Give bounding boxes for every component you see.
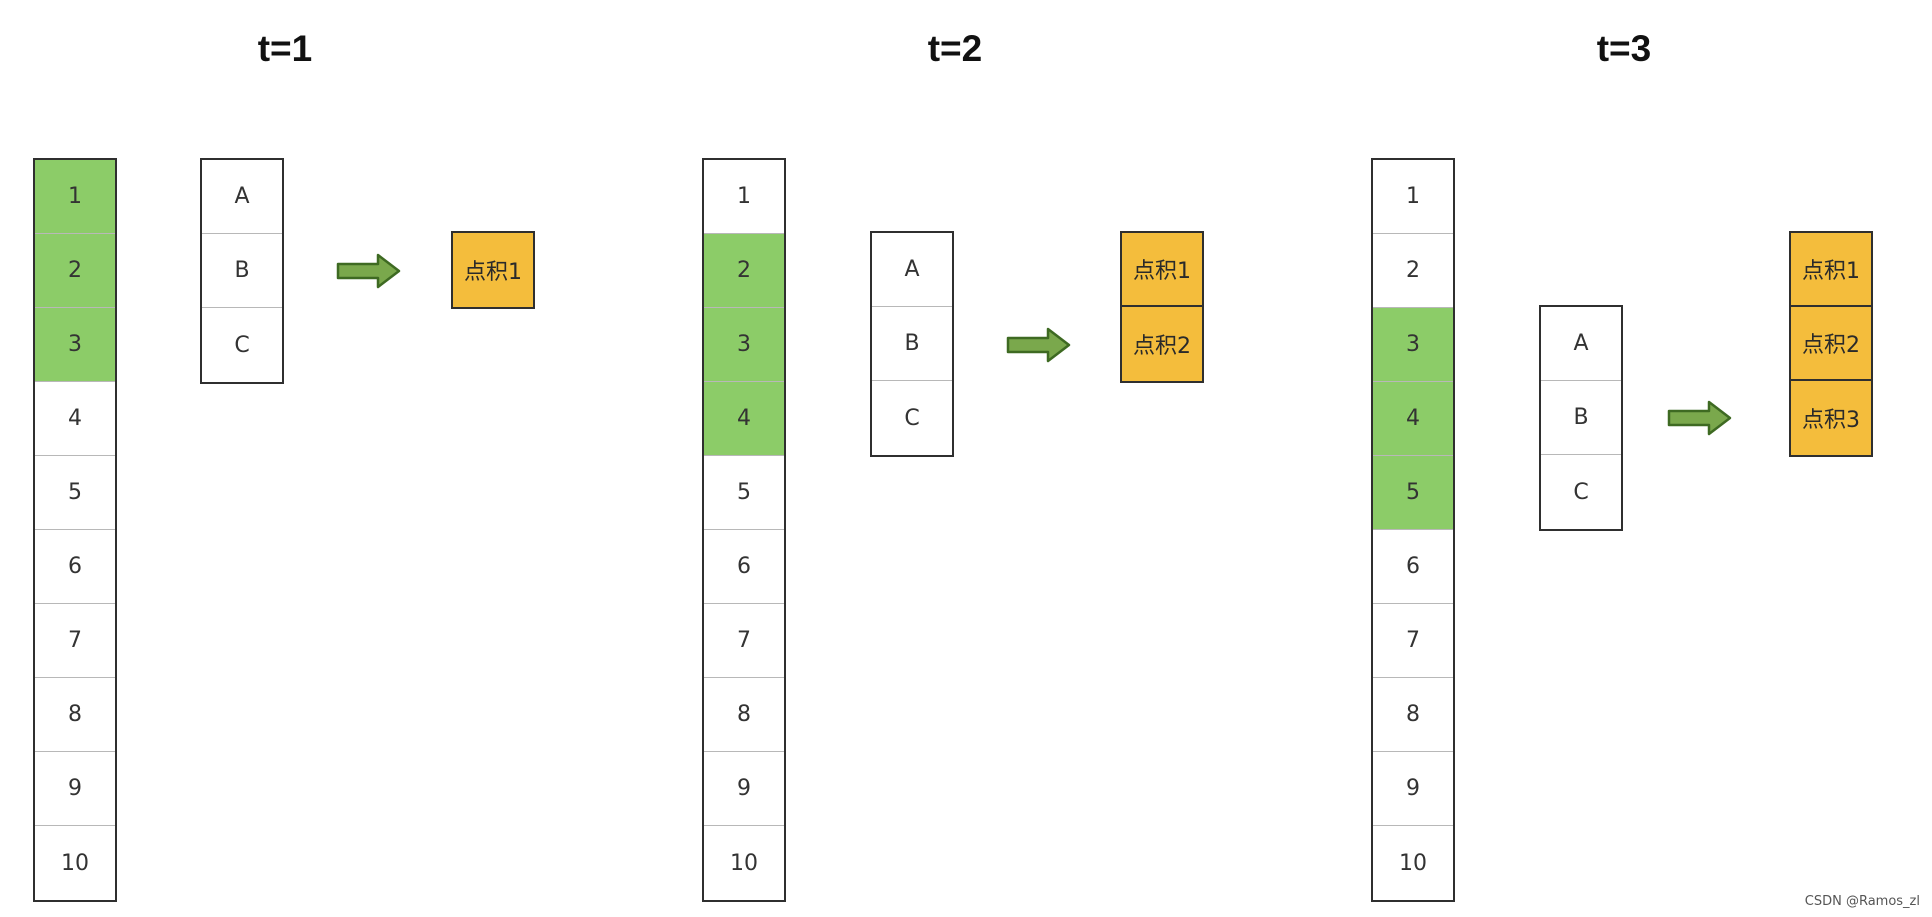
sequence-cell: 3	[704, 308, 784, 382]
output-cell: 点积2	[1791, 307, 1871, 381]
sequence-cell: 2	[1373, 234, 1453, 308]
kernel-column: A B C	[870, 231, 954, 457]
kernel-column: A B C	[200, 158, 284, 384]
right-arrow-icon	[1667, 400, 1732, 436]
sequence-cell: 1	[1373, 160, 1453, 234]
sequence-cell: 9	[704, 752, 784, 826]
sequence-cell: 5	[704, 456, 784, 530]
right-arrow-icon	[1006, 327, 1071, 363]
input-sequence-column: 1 2 3 4 5 6 7 8 9 10	[33, 158, 117, 902]
kernel-column: A B C	[1539, 305, 1623, 531]
sequence-cell: 6	[1373, 530, 1453, 604]
kernel-cell: A	[202, 160, 282, 234]
sequence-cell: 10	[1373, 826, 1453, 900]
output-cell: 点积2	[1122, 307, 1202, 381]
sequence-cell: 9	[35, 752, 115, 826]
sequence-cell: 4	[35, 382, 115, 456]
sequence-cell: 5	[35, 456, 115, 530]
panel-t2: t=2 1 2 3 4 5 6 7 8 9 10 A B C 点积1 点积2	[669, 0, 1329, 917]
kernel-cell: C	[872, 381, 952, 455]
sequence-cell: 1	[704, 160, 784, 234]
output-cell: 点积1	[453, 233, 533, 307]
sequence-cell: 2	[35, 234, 115, 308]
kernel-cell: B	[1541, 381, 1621, 455]
panel-title: t=1	[257, 28, 313, 69]
kernel-cell: C	[1541, 455, 1621, 529]
output-cell: 点积1	[1122, 233, 1202, 307]
sequence-cell: 3	[35, 308, 115, 382]
sequence-cell: 8	[1373, 678, 1453, 752]
sequence-cell: 10	[704, 826, 784, 900]
sequence-cell: 6	[704, 530, 784, 604]
right-arrow-icon	[336, 253, 401, 289]
sequence-cell: 9	[1373, 752, 1453, 826]
sequence-cell: 7	[1373, 604, 1453, 678]
panel-title: t=2	[927, 28, 983, 69]
sequence-cell: 7	[704, 604, 784, 678]
output-column: 点积1 点积2 点积3	[1789, 231, 1873, 457]
output-cell: 点积1	[1791, 233, 1871, 307]
kernel-cell: A	[1541, 307, 1621, 381]
sequence-cell: 2	[704, 234, 784, 308]
sequence-cell: 7	[35, 604, 115, 678]
sequence-cell: 4	[1373, 382, 1453, 456]
sequence-cell: 6	[35, 530, 115, 604]
sequence-cell: 5	[1373, 456, 1453, 530]
sequence-cell: 4	[704, 382, 784, 456]
input-sequence-column: 1 2 3 4 5 6 7 8 9 10	[1371, 158, 1455, 902]
sequence-cell: 8	[35, 678, 115, 752]
input-sequence-column: 1 2 3 4 5 6 7 8 9 10	[702, 158, 786, 902]
kernel-cell: A	[872, 233, 952, 307]
output-column: 点积1 点积2	[1120, 231, 1204, 383]
sequence-cell: 1	[35, 160, 115, 234]
panel-t3: t=3 1 2 3 4 5 6 7 8 9 10 A B C 点积1 点积2 点…	[1338, 0, 1932, 917]
watermark-text: CSDN @Ramos_zl	[1804, 894, 1920, 909]
sequence-cell: 3	[1373, 308, 1453, 382]
panel-t1: t=1 1 2 3 4 5 6 7 8 9 10 A B C 点积1	[0, 0, 660, 917]
kernel-cell: B	[202, 234, 282, 308]
panel-title: t=3	[1596, 28, 1652, 69]
output-column: 点积1	[451, 231, 535, 309]
kernel-cell: C	[202, 308, 282, 382]
output-cell: 点积3	[1791, 381, 1871, 455]
kernel-cell: B	[872, 307, 952, 381]
sequence-cell: 8	[704, 678, 784, 752]
sequence-cell: 10	[35, 826, 115, 900]
